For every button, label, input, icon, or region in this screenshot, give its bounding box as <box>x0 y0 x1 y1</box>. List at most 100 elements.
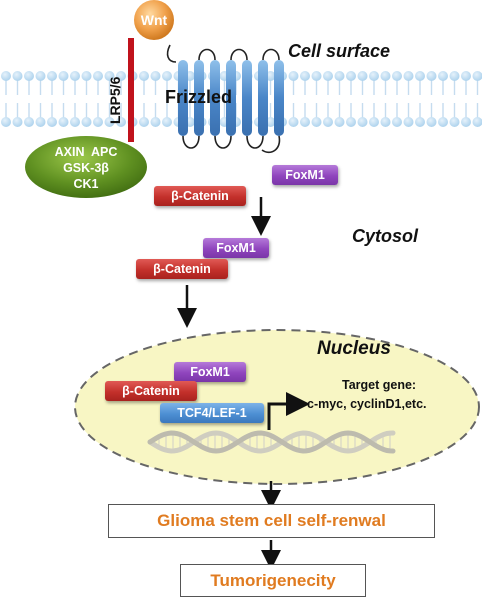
lipid-head <box>116 71 126 81</box>
dna-strand <box>147 430 396 454</box>
frizzled-helix <box>210 60 220 136</box>
lipid-head <box>150 71 161 81</box>
lipid-head <box>93 117 103 127</box>
lrp-label: LRP5/6 <box>107 76 123 124</box>
nucleus-label: Nucleus <box>317 338 391 359</box>
tumorigenecity-box: Tumorigenecity <box>180 564 366 597</box>
lipid-head <box>116 117 126 127</box>
beta-catenin-box-cytosol-1: β-Catenin <box>154 186 246 206</box>
lipid-head <box>93 71 103 81</box>
frizzled-loop <box>214 135 232 149</box>
lipid-head <box>104 117 115 127</box>
lipid-head <box>300 71 310 81</box>
frizzled-helix <box>274 60 284 136</box>
lipid-head <box>346 71 356 81</box>
lipid-head <box>461 117 471 127</box>
lipid-head <box>369 71 379 81</box>
lipid-head <box>47 117 57 127</box>
tcf4-lef1-box: TCF4/LEF-1 <box>160 403 264 423</box>
lipid-head <box>449 71 460 81</box>
lipid-head <box>323 117 333 127</box>
frizzled-helix <box>226 60 236 136</box>
lipid-head <box>81 117 92 127</box>
lipid-head <box>380 117 391 127</box>
lipid-head <box>438 117 448 127</box>
lipid-head <box>426 117 437 127</box>
complex-line2: GSK-3β <box>63 161 109 175</box>
frizzled-loop <box>230 48 248 61</box>
frizzled-helix <box>194 60 204 136</box>
lipid-head <box>426 71 437 81</box>
lipid-head <box>415 117 425 127</box>
transcription-arrow <box>267 392 310 430</box>
lipid-head <box>24 71 34 81</box>
lipid-head <box>334 71 345 81</box>
cytosol-label: Cytosol <box>352 226 419 246</box>
lipid-head <box>150 117 161 127</box>
lipid-head <box>139 71 149 81</box>
frizzled-helix <box>178 60 188 136</box>
lipid-head <box>288 71 299 81</box>
lipid-head <box>81 71 92 81</box>
beta-catenin-box-nucleus: β-Catenin <box>105 381 197 401</box>
lipid-head <box>311 71 322 81</box>
lipid-head <box>1 71 11 81</box>
lrp-receptor-bar <box>128 38 134 142</box>
foxm1-box-cytosol-2: FoxM1 <box>203 238 269 258</box>
lipid-head <box>415 71 425 81</box>
lipid-head <box>392 117 402 127</box>
lipid-head <box>104 71 115 81</box>
lipid-head <box>472 117 482 127</box>
lipid-head <box>380 71 391 81</box>
frizzled-receptor <box>166 44 284 154</box>
lipid-head <box>24 117 34 127</box>
dna-helix <box>147 430 396 454</box>
lipid-head <box>139 117 149 127</box>
frizzled-c-terminus <box>261 135 281 154</box>
target-gene-list: c-myc, cyclinD1,etc. <box>307 397 427 411</box>
lipid-head <box>472 71 482 81</box>
lipid-head <box>35 117 46 127</box>
lipid-head <box>162 71 172 81</box>
frizzled-loop <box>198 48 216 61</box>
self-renewal-box: Glioma stem cell self-renwal <box>108 504 435 538</box>
lipid-head <box>449 117 460 127</box>
lipid-head <box>300 117 310 127</box>
lipid-head <box>58 71 69 81</box>
lipid-head <box>403 117 414 127</box>
lipid-head <box>12 71 23 81</box>
lipid-head <box>357 117 368 127</box>
lipid-head <box>311 117 322 127</box>
lipid-head <box>288 117 299 127</box>
target-gene-label: Target gene: <box>342 378 417 392</box>
lipid-head <box>403 71 414 81</box>
cell-membrane <box>1 71 482 127</box>
lipid-head <box>346 117 356 127</box>
lipid-head <box>392 71 402 81</box>
lipid-head <box>47 71 57 81</box>
lipid-head <box>357 71 368 81</box>
lipid-head <box>70 117 80 127</box>
foxm1-box-nucleus: FoxM1 <box>174 362 246 382</box>
lipid-head <box>1 117 11 127</box>
lipid-head <box>162 117 172 127</box>
frizzled-n-terminus <box>166 44 177 63</box>
dna-strand <box>147 430 396 454</box>
lipid-head <box>438 71 448 81</box>
complex-line3: CK1 <box>73 177 98 191</box>
foxm1-box-cytosol-1: FoxM1 <box>272 165 338 185</box>
destruction-complex <box>25 136 147 198</box>
lipid-head <box>323 71 333 81</box>
frizzled-helix <box>258 60 268 136</box>
lipid-head <box>461 71 471 81</box>
frizzled-loop <box>246 135 264 149</box>
lipid-head <box>334 117 345 127</box>
frizzled-loop <box>262 48 280 61</box>
lipid-head <box>58 117 69 127</box>
frizzled-label: Frizzled <box>165 87 232 107</box>
wnt-ligand <box>134 0 174 40</box>
lipid-head <box>35 71 46 81</box>
beta-catenin-box-cytosol-2: β-Catenin <box>136 259 228 279</box>
lipid-head <box>70 71 80 81</box>
complex-line1: AXIN APC <box>55 145 118 159</box>
